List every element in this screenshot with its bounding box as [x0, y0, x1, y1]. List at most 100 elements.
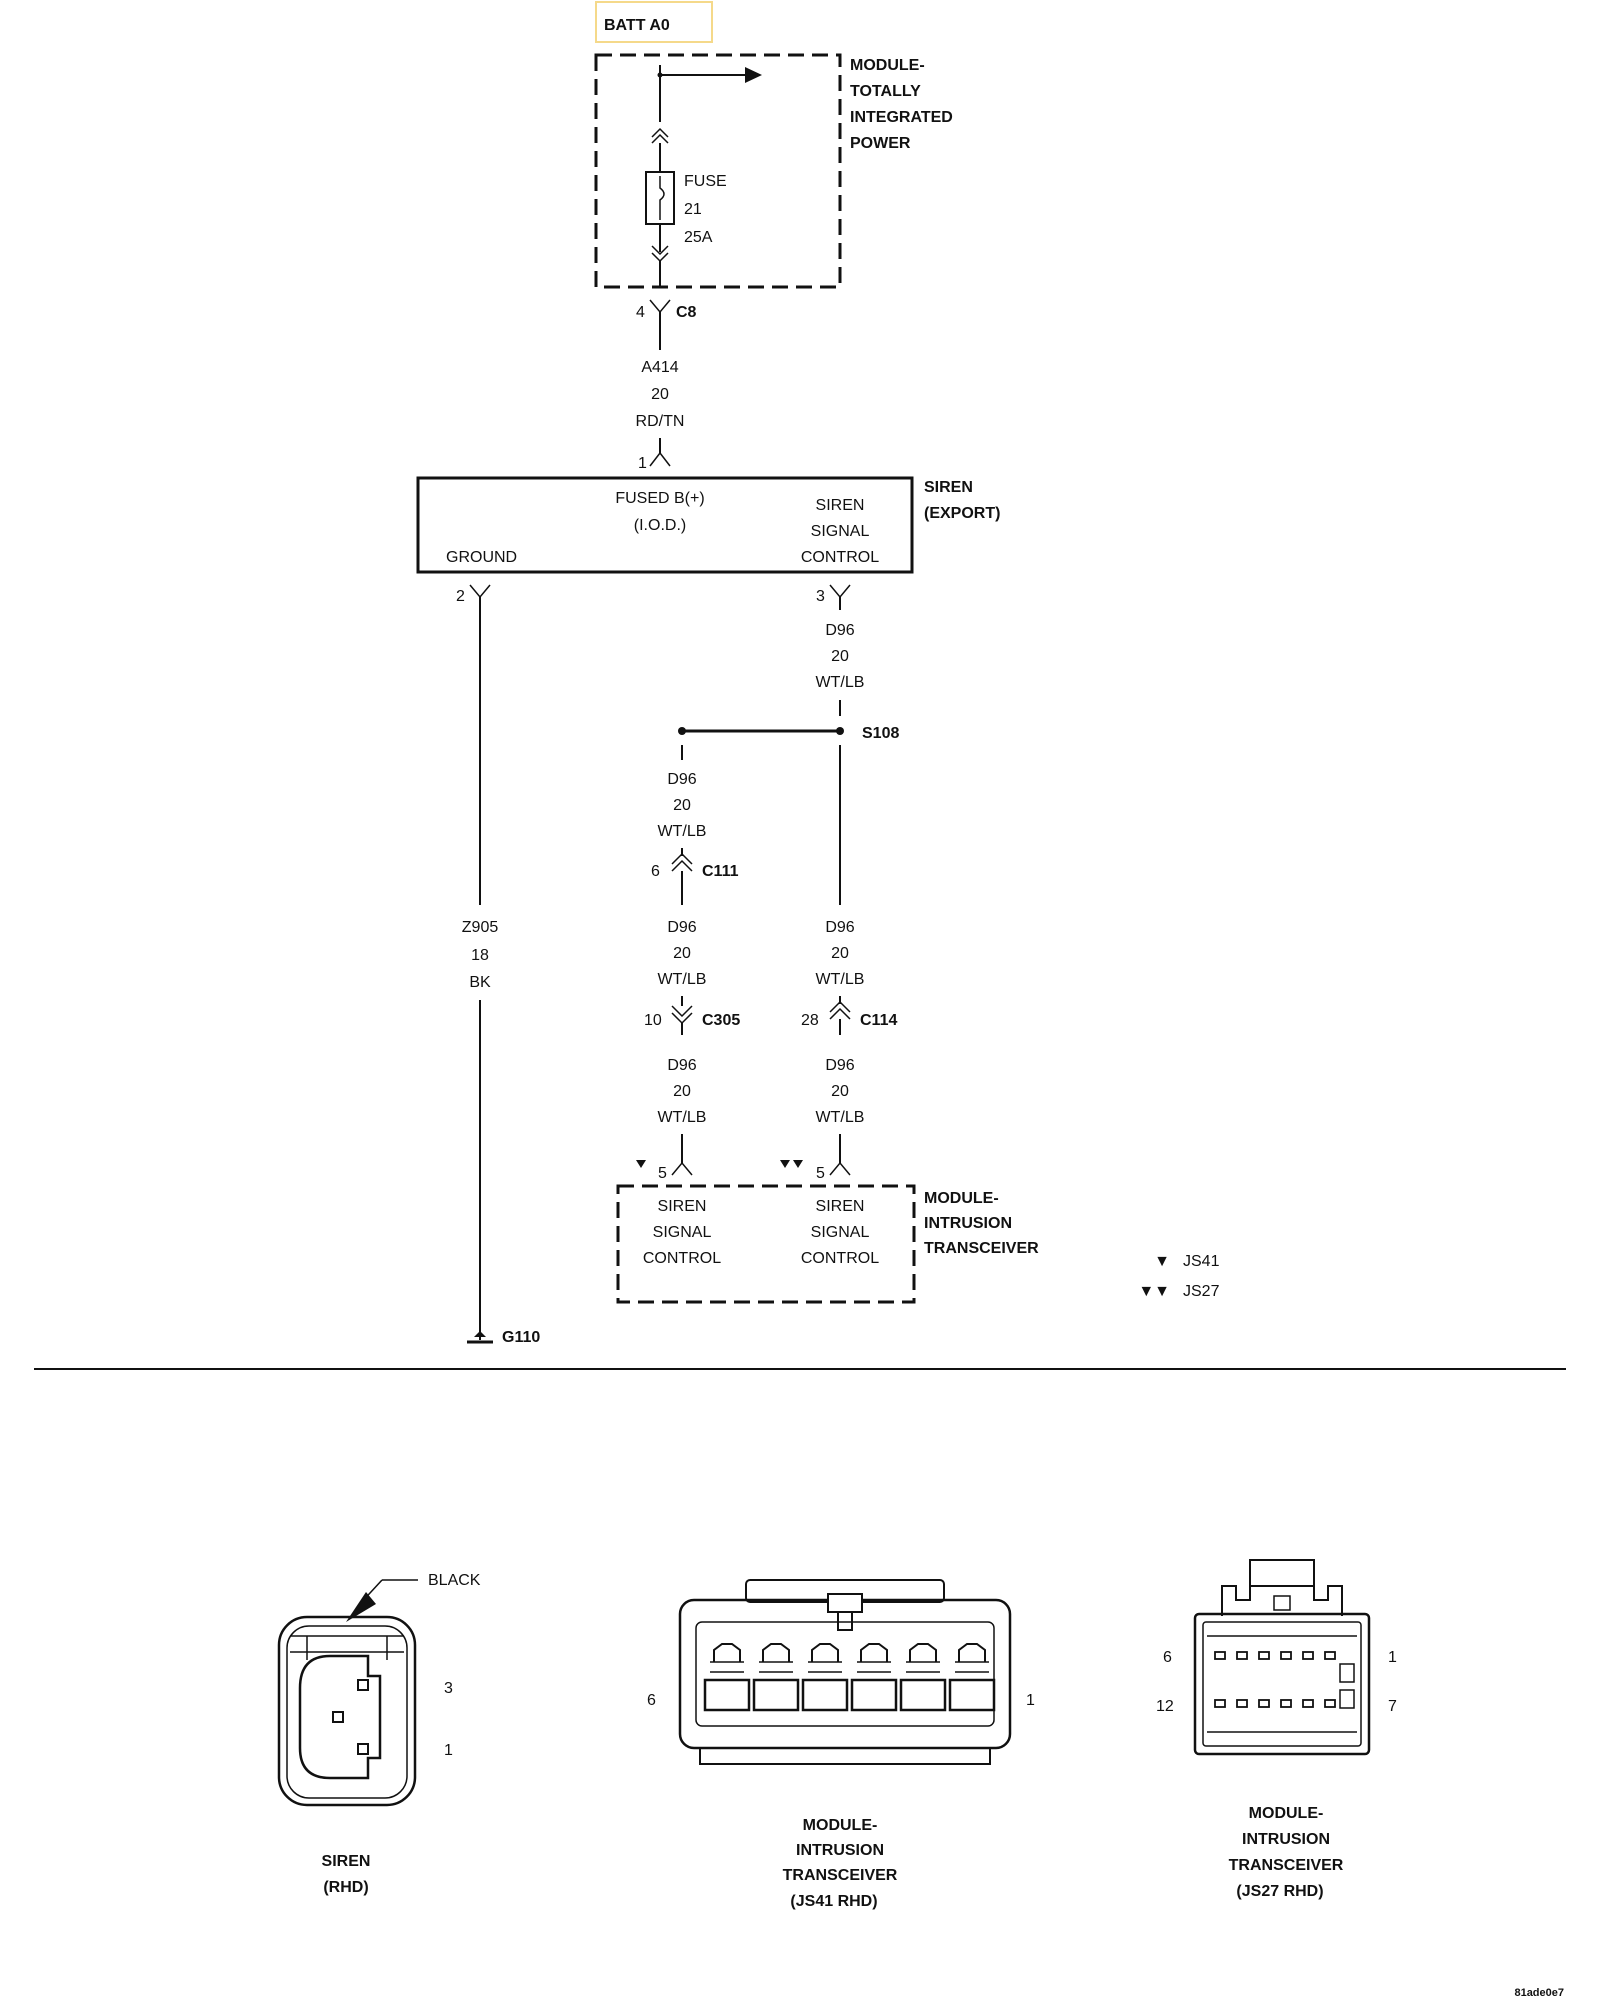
js41-caption-2: INTRUSION	[796, 1842, 884, 1859]
c305-pin: 10	[644, 1012, 662, 1029]
js27-caption-2: INTRUSION	[1242, 1831, 1330, 1848]
battery-label: BATT A0	[604, 17, 670, 34]
d96-right2-circuit: D96	[825, 1057, 854, 1074]
siren-signal-2: SIGNAL	[811, 523, 870, 540]
a414-circuit: A414	[641, 359, 678, 376]
wire-a414: A414 20 RD/TN 1	[636, 359, 685, 472]
a414-gauge: 20	[651, 386, 669, 403]
z905-color: BK	[469, 974, 491, 991]
c111-pin: 6	[651, 863, 660, 880]
intrusion-right-3: CONTROL	[801, 1250, 879, 1267]
intrusion-module: SIREN SIGNAL CONTROL SIREN SIGNAL CONTRO…	[616, 1184, 1039, 1304]
siren-connector-view: BLACK 3 1 SIREN (RHD)	[277, 1572, 481, 1896]
js41-cavities	[703, 1643, 996, 1712]
legend-marker-js41: ▼	[1154, 1253, 1170, 1270]
d96-right1-gauge: 20	[831, 945, 849, 962]
intrusion-right-2: SIGNAL	[811, 1224, 870, 1241]
siren-title-2: (EXPORT)	[924, 505, 1000, 522]
js27-marker-icon-2	[793, 1160, 803, 1168]
tip-module-title-1: MODULE-	[850, 57, 925, 74]
intrusion-title-3: TRANSCEIVER	[924, 1240, 1039, 1257]
intrusion-pin-left: 5	[658, 1165, 667, 1182]
legend-label-js41: JS41	[1183, 1253, 1220, 1270]
d96-right2-gauge: 20	[831, 1083, 849, 1100]
js27-marker-icon-1	[780, 1160, 790, 1168]
intrusion-right-1: SIREN	[816, 1198, 865, 1215]
siren-component: FUSED B(+) (I.O.D.) GROUND SIREN SIGNAL …	[416, 476, 1000, 574]
tip-module-title-4: POWER	[850, 135, 911, 152]
d96-right1-color: WT/LB	[816, 971, 865, 988]
z905-circuit: Z905	[462, 919, 499, 936]
intrusion-title-1: MODULE-	[924, 1190, 999, 1207]
battery-label-box: BATT A0	[595, 1, 713, 43]
d96-left1-color: WT/LB	[658, 823, 707, 840]
fuse-number: 21	[684, 201, 702, 218]
c114-name: C114	[860, 1012, 897, 1029]
js27-bottom-row	[1214, 1699, 1336, 1708]
d96-left3-circuit: D96	[667, 1057, 696, 1074]
intrusion-title-2: INTRUSION	[924, 1215, 1012, 1232]
siren-conn-color: BLACK	[428, 1572, 481, 1589]
js41-caption-1: MODULE-	[803, 1817, 878, 1834]
js41-connector-view: 6 1 MODULE- INTRUSION TRANSCEIVER (JS41 …	[647, 1579, 1035, 1910]
siren-pin-1: 1	[638, 455, 647, 472]
tip-module-title-3: INTEGRATED	[850, 109, 953, 126]
z905-gauge: 18	[471, 947, 489, 964]
siren-signal-1: SIREN	[816, 497, 865, 514]
splice-s108: S108	[678, 725, 899, 905]
d96-left2-color: WT/LB	[658, 971, 707, 988]
js27-pin-7: 7	[1388, 1698, 1397, 1715]
c114-pin: 28	[801, 1012, 819, 1029]
d96-top-gauge: 20	[831, 648, 849, 665]
figure-id: 81ade0e7	[1514, 1987, 1564, 1999]
c8-pin: 4	[636, 304, 645, 321]
legend-marker-js27: ▼▼	[1138, 1283, 1170, 1300]
d96-top-circuit: D96	[825, 622, 854, 639]
ground-g110: G110	[502, 1329, 540, 1346]
connector-c8: 4 C8	[636, 299, 697, 350]
d96-left2-circuit: D96	[667, 919, 696, 936]
tip-module: MODULE- TOTALLY INTEGRATED POWER	[594, 53, 953, 289]
intrusion-left-3: CONTROL	[643, 1250, 721, 1267]
left-branch: D96 20 WT/LB 6 C111 D96 20 WT/LB 10 C305…	[636, 771, 740, 1182]
fuse-label: FUSE	[684, 173, 727, 190]
js41-caption-4: (JS41 RHD)	[790, 1893, 877, 1910]
intrusion-left-2: SIGNAL	[653, 1224, 712, 1241]
js27-caption-1: MODULE-	[1249, 1805, 1324, 1822]
siren-pin-3: 3	[816, 588, 825, 605]
legend: ▼ JS41 ▼▼ JS27	[1138, 1253, 1219, 1300]
splice-name: S108	[862, 725, 899, 742]
siren-fused-b-1: FUSED B(+)	[615, 490, 704, 507]
js27-top-row	[1214, 1651, 1336, 1660]
a414-color: RD/TN	[636, 413, 685, 430]
siren-conn-caption-2: (RHD)	[323, 1879, 368, 1896]
siren-signal-3: CONTROL	[801, 549, 879, 566]
fuse-21: FUSE 21 25A	[645, 127, 727, 286]
d96-left3-color: WT/LB	[658, 1109, 707, 1126]
js27-pin-6: 6	[1163, 1649, 1172, 1666]
js27-connector-view: 6 1 12 7 MODULE- INTRUSION TRANSCEIVER (…	[1156, 1559, 1397, 1900]
intrusion-pin-right: 5	[816, 1165, 825, 1182]
d96-left3-gauge: 20	[673, 1083, 691, 1100]
siren-conn-pin-3: 3	[444, 1680, 453, 1697]
power-bus	[657, 65, 762, 122]
siren-ground-label: GROUND	[446, 549, 517, 566]
tip-module-title-2: TOTALLY	[850, 83, 921, 100]
js27-caption-3: TRANSCEIVER	[1229, 1857, 1344, 1874]
bus-arrow-icon	[745, 67, 762, 83]
d96-top-color: WT/LB	[816, 674, 865, 691]
js27-caption-4: (JS27 RHD)	[1236, 1883, 1323, 1900]
d96-right1-circuit: D96	[825, 919, 854, 936]
c305-name: C305	[702, 1012, 740, 1029]
ground-circuit: 2 Z905 18 BK G110	[456, 584, 540, 1346]
js41-pin-6: 6	[647, 1692, 656, 1709]
pointer-arrow-icon	[346, 1592, 376, 1622]
siren-fused-b-2: (I.O.D.)	[634, 517, 686, 534]
signal-circuit-top: 3 D96 20 WT/LB	[816, 584, 865, 716]
fuse-rating: 25A	[684, 229, 713, 246]
siren-conn-pin-1: 1	[444, 1742, 453, 1759]
siren-pin-2: 2	[456, 588, 465, 605]
siren-title-1: SIREN	[924, 479, 973, 496]
js41-caption-3: TRANSCEIVER	[783, 1867, 898, 1884]
